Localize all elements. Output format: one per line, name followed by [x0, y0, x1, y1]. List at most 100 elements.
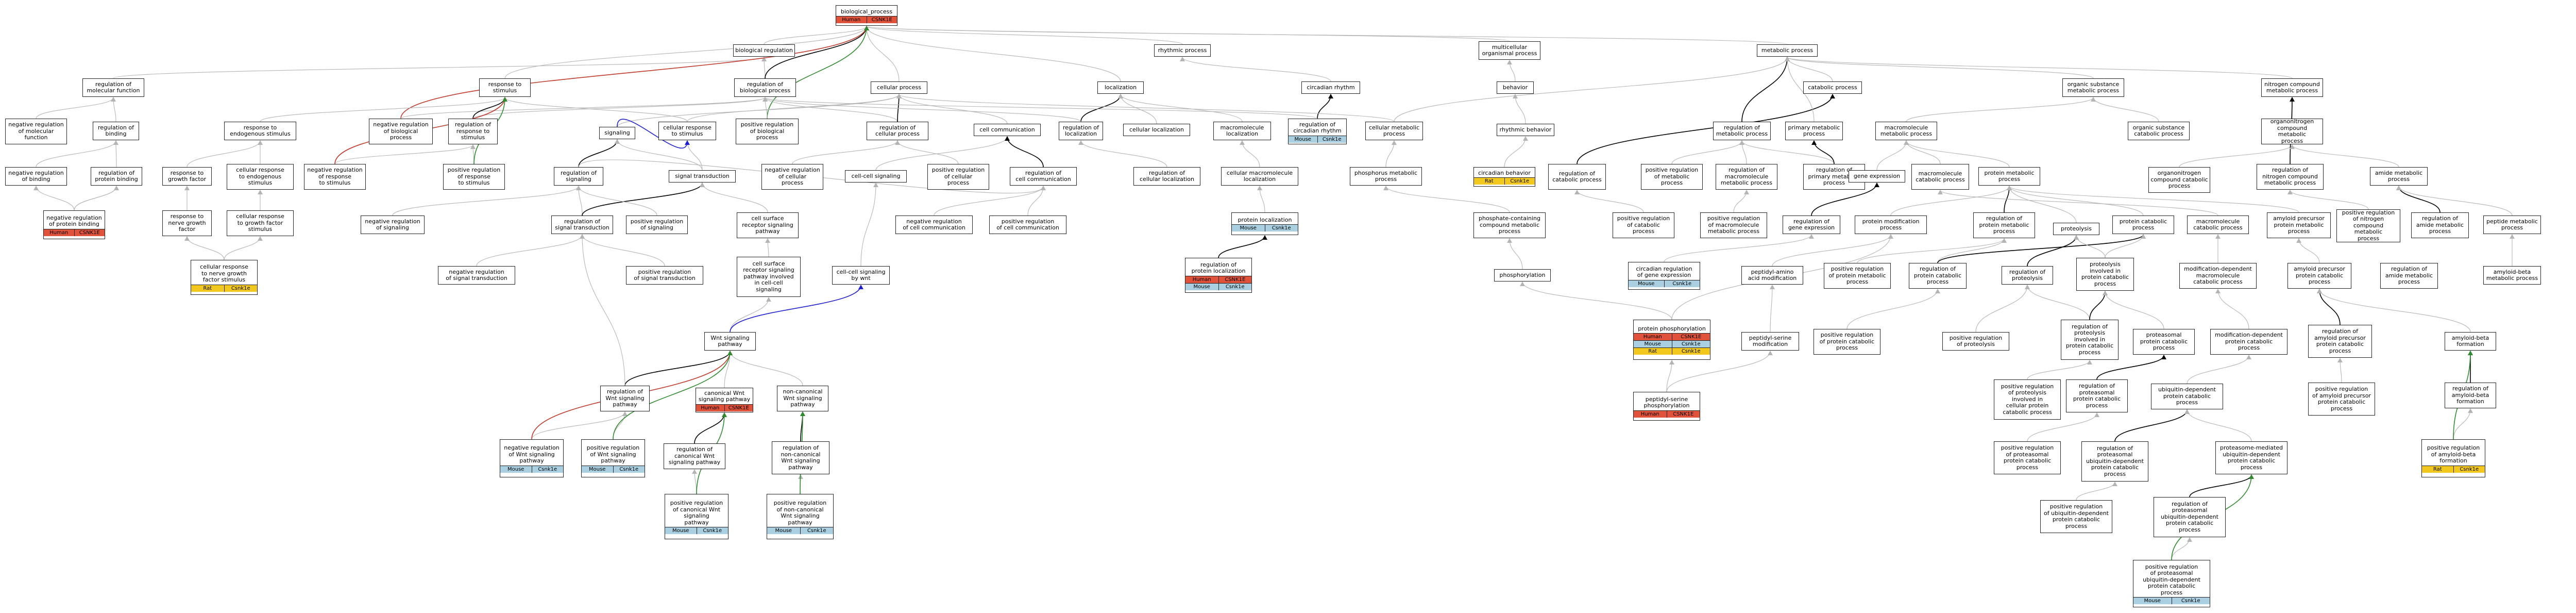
go-term-node[interactable]: positive regulation of amyloid-beta form… [2421, 439, 2485, 477]
go-term-node[interactable]: proteasome-mediated ubiquitin-dependent … [2215, 441, 2287, 474]
go-term-node[interactable]: regulation of proteasomal protein catabo… [2066, 379, 2128, 412]
go-term-node[interactable]: proteasomal protein catabolic process [2133, 329, 2195, 355]
go-term-node[interactable]: cell surface receptor signaling pathway … [737, 257, 801, 297]
go-term-node[interactable]: signaling [599, 127, 635, 139]
go-term-node[interactable]: positive regulation of proteolysis invol… [1994, 379, 2061, 420]
go-term-node[interactable]: negative regulation of signaling [361, 216, 425, 234]
go-term-node[interactable]: peptide metabolic process [2483, 216, 2541, 234]
go-term-node[interactable]: positive regulation of proteasomal prote… [1994, 441, 2061, 474]
go-term-node[interactable]: regulation of catabolic process [1548, 164, 1606, 190]
go-term-node[interactable]: localization [1097, 81, 1144, 94]
go-term-node[interactable]: phosphorylation [1494, 269, 1551, 281]
go-term-node[interactable]: positive regulation of macromolecule met… [1700, 212, 1767, 238]
go-term-node[interactable]: positive regulation of proteolysis [1942, 332, 2009, 351]
go-term-node[interactable]: positive regulation of nitrogen compound… [2336, 209, 2400, 242]
go-term-node[interactable]: phosphorus metabolic process [1350, 167, 1422, 186]
go-term-node[interactable]: regulation of Wnt signaling pathway [600, 386, 650, 411]
go-term-node[interactable]: regulation of gene expression [1783, 216, 1840, 234]
go-term-node[interactable]: regulation of protein catabolic process [1909, 263, 1967, 289]
go-term-node[interactable]: Wnt signaling pathway [704, 332, 756, 351]
go-term-node[interactable]: catabolic process [1803, 81, 1862, 94]
go-term-node[interactable]: organonitrogen compound catabolic proces… [2148, 167, 2210, 193]
go-term-node[interactable]: ubiquitin-dependent protein catabolic pr… [2151, 384, 2223, 409]
go-term-node[interactable]: regulation of cellular process [867, 122, 928, 140]
go-term-node[interactable]: response to endogenous stimulus [224, 122, 296, 140]
go-term-node[interactable]: amyloid-beta formation [2445, 332, 2496, 351]
go-term-node[interactable]: metabolic process [1757, 44, 1818, 57]
go-term-node[interactable]: positive regulation of proteasomal ubiqu… [2133, 560, 2210, 607]
go-term-node[interactable]: regulation of molecular function [82, 78, 144, 97]
go-term-node[interactable]: macromolecule catabolic process [2187, 216, 2249, 234]
go-term-node[interactable]: regulation of protein binding [91, 167, 142, 186]
go-term-node[interactable]: peptidyl-amino acid modification [1741, 266, 1803, 285]
go-term-node[interactable]: cell surface receptor signaling pathway [737, 212, 799, 238]
go-term-node[interactable]: regulation of metabolic process [1713, 122, 1771, 140]
go-term-node[interactable]: behavior [1497, 81, 1534, 94]
go-term-node[interactable]: positive regulation of protein catabolic… [1814, 329, 1880, 355]
go-term-node[interactable]: regulation of non-canonical Wnt signalin… [772, 441, 829, 474]
go-term-node[interactable]: negative regulation of response to stimu… [304, 164, 366, 190]
go-term-node[interactable]: positive regulation of biological proces… [736, 119, 799, 144]
go-term-node[interactable]: multicellular organismal process [1479, 41, 1540, 60]
go-term-node[interactable]: signal transduction [669, 170, 736, 183]
go-term-node[interactable]: regulation of amide metabolic process [2380, 263, 2438, 289]
go-term-node[interactable]: regulation of signaling [554, 167, 603, 186]
go-term-node[interactable]: regulation of binding [93, 122, 139, 140]
go-term-node[interactable]: nitrogen compound metabolic process [2261, 78, 2323, 97]
go-term-node[interactable]: organic substance metabolic process [2062, 78, 2124, 97]
go-term-node[interactable]: proteolysis [2053, 223, 2099, 235]
go-term-node[interactable]: cell-cell signaling [845, 170, 907, 183]
go-term-node[interactable]: cellular process [871, 81, 927, 94]
go-term-node[interactable]: regulation of proteasomal ubiquitin-depe… [2154, 497, 2226, 537]
go-term-node[interactable]: peptidyl-serine modification [1741, 332, 1799, 351]
go-term-node[interactable]: modification-dependent protein catabolic… [2210, 329, 2287, 355]
go-term-node[interactable]: macromolecule localization [1213, 122, 1271, 140]
go-term-node[interactable]: amide metabolic process [2370, 167, 2428, 186]
go-term-node[interactable]: regulation of localization [1059, 122, 1103, 140]
go-term-node[interactable]: gene expression [1849, 170, 1905, 183]
go-term-node[interactable]: negative regulation of cell communicatio… [895, 216, 973, 234]
go-term-node[interactable]: non-canonical Wnt signaling pathway [777, 386, 828, 411]
go-term-node[interactable]: cellular metabolic process [1365, 122, 1423, 140]
go-term-node[interactable]: rhythmic process [1154, 44, 1211, 57]
go-term-node[interactable]: phosphate-containing compound metabolic … [1473, 212, 1546, 238]
go-term-node[interactable]: positive regulation of ubiquitin-depende… [2040, 500, 2112, 533]
go-term-node[interactable]: primary metabolic process [1785, 122, 1843, 140]
go-term-node[interactable]: positive regulation of protein metabolic… [1824, 263, 1891, 289]
go-term-node[interactable]: positive regulation of metabolic process [1641, 164, 1703, 190]
go-term-node[interactable]: regulation of proteolysis [2002, 266, 2053, 285]
go-term-node[interactable]: regulation of cell communication [1010, 167, 1077, 186]
go-term-node[interactable]: amyloid precursor protein catabolic proc… [2287, 263, 2351, 289]
go-term-node[interactable]: regulation of response to stimulus [448, 119, 498, 144]
go-term-node[interactable]: regulation of amide metabolic process [2411, 212, 2469, 238]
go-term-node[interactable]: cellular response to endogenous stimulus [227, 164, 294, 190]
go-term-node[interactable]: protein modification process [1855, 216, 1927, 234]
go-term-node[interactable]: regulation of proteolysis involved in pr… [2061, 320, 2119, 360]
go-term-node[interactable]: protein metabolic process [1978, 167, 2040, 186]
go-term-node[interactable]: protein catabolic process [2112, 216, 2174, 234]
go-term-node[interactable]: amyloid-beta metabolic process [2483, 266, 2541, 285]
go-term-node[interactable]: positive regulation of signaling [626, 216, 688, 234]
go-term-node[interactable]: organic substance catabolic process [2128, 122, 2190, 140]
go-term-node[interactable]: rhythmic behavior [1497, 124, 1554, 136]
go-term-node[interactable]: amyloid precursor protein metabolic proc… [2267, 212, 2331, 238]
go-term-node[interactable]: cellular response to nerve growth factor… [191, 260, 258, 295]
go-term-node[interactable]: regulation of amyloid precursor protein … [2308, 325, 2372, 358]
go-term-node[interactable]: negative regulation of Wnt signaling pat… [500, 439, 564, 477]
go-term-node[interactable]: regulation of canonical Wnt signaling pa… [664, 443, 725, 469]
go-term-node[interactable]: organonitrogen compound metabolic proces… [2261, 118, 2323, 144]
go-term-node[interactable]: positive regulation of catabolic process [1613, 212, 1674, 238]
go-term-node[interactable]: positive regulation of response to stimu… [443, 164, 505, 190]
go-term-node[interactable]: cell communication [974, 124, 1041, 136]
go-term-node[interactable]: negative regulation of signal transducti… [438, 266, 515, 285]
go-term-node[interactable]: cell-cell signaling by wnt [832, 266, 890, 285]
